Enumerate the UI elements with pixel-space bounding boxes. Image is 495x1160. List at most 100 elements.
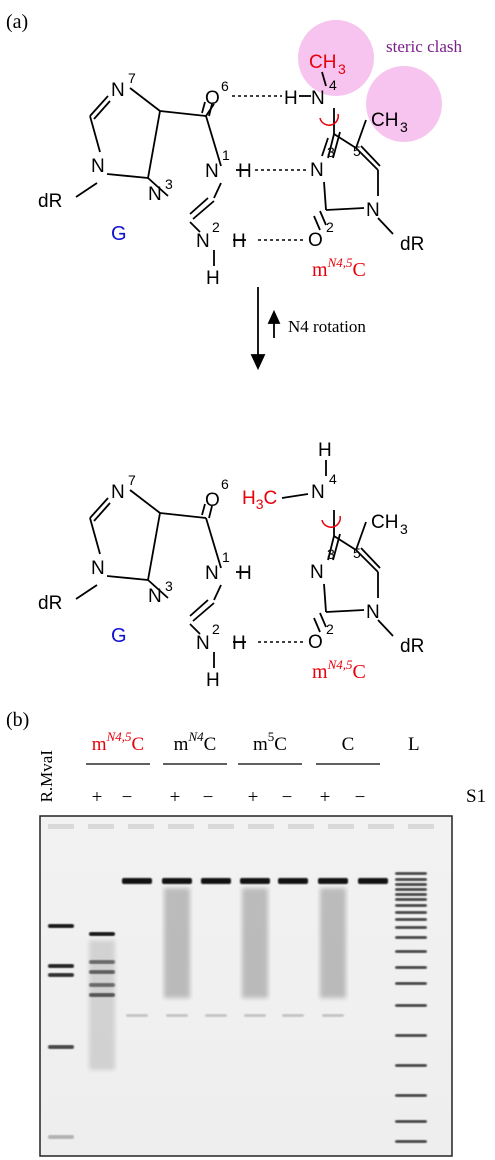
gel-band <box>89 932 115 936</box>
top-n3c-num: 3 <box>327 144 335 160</box>
gel-band <box>122 878 152 884</box>
well <box>248 824 274 829</box>
gel-bands <box>48 824 434 1143</box>
gel-band <box>395 966 427 969</box>
gel-smear <box>164 888 190 998</box>
rotation-arrow-top <box>319 113 339 126</box>
sign-7: − <box>355 787 366 808</box>
panel-a-label: (a) <box>6 11 28 33</box>
bottom-n2-num: 2 <box>212 621 220 637</box>
top-g-label: G <box>111 223 127 245</box>
sign-0: + <box>92 787 103 808</box>
gel-band <box>395 1140 427 1143</box>
bottom-n4: N <box>311 482 325 503</box>
group-label-2: m5C <box>253 729 287 755</box>
gel-band <box>48 973 74 977</box>
sign-1: − <box>122 787 133 808</box>
panel-b-label: (b) <box>6 709 29 731</box>
top-o2-num: 2 <box>326 219 334 235</box>
gel-band <box>395 1034 427 1037</box>
gel-band <box>166 1014 188 1017</box>
group-label-3: C <box>342 734 355 755</box>
gel-band <box>162 878 192 884</box>
group-label-0: mN4,5C <box>92 729 144 755</box>
sign-3: − <box>203 787 214 808</box>
well <box>208 824 234 829</box>
gel-band <box>240 878 270 884</box>
bottom-n9: N <box>91 558 105 579</box>
well <box>168 824 194 829</box>
rotation-arrow-bottom <box>321 515 341 528</box>
top-o6-num: 6 <box>221 78 229 94</box>
gel-band <box>48 964 74 968</box>
bottom-o6: O <box>205 490 220 511</box>
bottom-c5-num: 5 <box>353 545 361 561</box>
well <box>288 824 314 829</box>
gel-band <box>395 1120 427 1123</box>
gel-band <box>395 982 427 985</box>
top-drc: dR <box>400 234 424 255</box>
bottom-o2-num: 2 <box>326 621 334 637</box>
steric-clash-circle-left <box>298 20 374 96</box>
well <box>328 824 354 829</box>
rotation-equilibrium-arrows <box>250 287 281 371</box>
bottom-n7: N <box>111 482 125 503</box>
gel-band <box>395 883 427 886</box>
top-n1: N <box>205 161 219 182</box>
gel-band <box>395 904 427 907</box>
gel-band <box>395 1094 427 1097</box>
gel-band <box>48 1135 74 1139</box>
top-ch3-n: CH <box>309 52 336 73</box>
top-n9: N <box>91 156 105 177</box>
gel-band <box>395 898 427 901</box>
top-drg: dR <box>38 191 62 212</box>
bottom-o2: O <box>308 632 323 653</box>
gel-band <box>322 1014 344 1017</box>
well <box>408 824 434 829</box>
gel-band <box>395 918 427 921</box>
top-o6: O <box>205 88 220 109</box>
top-h4: H <box>284 88 298 109</box>
steric-clash-circle-right <box>366 66 442 142</box>
top-c5-num: 5 <box>353 143 361 159</box>
bottom-h3c: H3C <box>242 488 277 512</box>
gel-band <box>201 878 231 884</box>
top-h1: H <box>238 161 252 182</box>
bottom-n1: N <box>205 563 219 584</box>
bottom-drg: dR <box>38 593 62 614</box>
bottom-ch3-c-sub: 3 <box>400 521 408 537</box>
gel-band <box>395 950 427 953</box>
gel-band <box>318 878 348 884</box>
bottom-n3c: N <box>310 562 324 583</box>
gel-band <box>395 926 427 929</box>
bottom-n3g: N <box>148 586 162 607</box>
top-ch3-n-sub: 3 <box>338 61 346 77</box>
steric-clash-label: steric clash <box>386 37 462 56</box>
lane-marker-label: R.MvaI <box>37 750 56 803</box>
gel-band <box>48 924 74 928</box>
sign-6: + <box>320 787 331 808</box>
gel-band <box>48 1045 74 1049</box>
sign-4: + <box>248 787 259 808</box>
top-n3c: N <box>310 160 324 181</box>
bottom-ch3-c: CH <box>371 512 398 533</box>
bottom-mc-label: mN4,5C <box>312 657 366 683</box>
gel-band <box>126 1014 148 1017</box>
gel-band <box>358 878 388 884</box>
top-ch3-c-sub: 3 <box>400 119 408 135</box>
top-n7-num: 7 <box>128 70 136 86</box>
well <box>88 824 114 829</box>
top-h2: H <box>232 231 246 252</box>
top-ch3-c: CH <box>371 110 398 131</box>
sign-5: − <box>282 787 293 808</box>
sign-2: + <box>170 787 181 808</box>
top-n3g-num: 3 <box>165 176 173 192</box>
s1-label: S1 <box>466 786 486 807</box>
gel-smear <box>320 888 346 998</box>
bottom-h4: H <box>318 440 332 461</box>
ladder-label: L <box>408 734 420 755</box>
gel-smear <box>89 940 115 1070</box>
bottom-n1c: N <box>366 602 380 623</box>
